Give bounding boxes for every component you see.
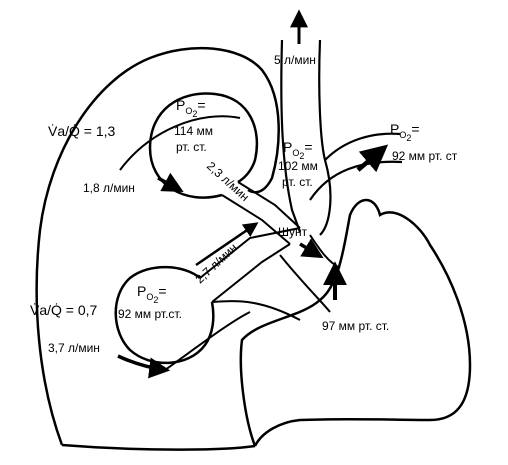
- pulmonary-vein-left-wall: [280, 39, 302, 233]
- pulmonary-vein-right-wall: [318, 39, 332, 236]
- upper-flow-label: 1,8 л/мин: [83, 181, 135, 195]
- upper-po2-unit: рт. ст.: [176, 140, 207, 154]
- channel-wall-lower: [237, 181, 301, 229]
- lower-po2-symbol: PO2=: [137, 283, 167, 305]
- lower-vessel-path: [211, 300, 301, 321]
- shunt-arrow: [299, 238, 324, 259]
- upper-inflow-arrow: [157, 172, 184, 193]
- mid-po2-value: 102 мм: [278, 159, 318, 173]
- upper-po2-symbol: PO2=: [176, 97, 206, 119]
- upper-ratio-label: V̇a/Q̇ = 1,3: [48, 123, 116, 139]
- upper-channel-arrow: [195, 222, 259, 267]
- mid-po2-symbol: PO2=: [283, 139, 313, 161]
- channel-wall-diag-1: [199, 227, 301, 279]
- channel-wall-diag-2: [211, 243, 291, 303]
- inner-contour-upper: [119, 115, 241, 171]
- lower-po2-value: 92 мм рт.ст.: [118, 307, 182, 321]
- lung-outline: [35, 46, 280, 446]
- lower-ratio-label: V̇a/Q̇ = 0,7: [30, 302, 98, 318]
- lower-flow-label: 3,7 л/мин: [48, 341, 100, 355]
- lower-alveolus: [114, 265, 215, 365]
- arterial-arrow-right: [356, 144, 389, 173]
- heart-outline: [239, 198, 472, 447]
- top-flow-label: 5 л/мин: [274, 53, 316, 67]
- bottom-pressure-label: 97 мм рт. ст.: [322, 319, 389, 333]
- lower-inflow-arrow: [117, 354, 171, 379]
- upper-po2-value: 114 мм: [174, 124, 213, 138]
- right-po2-symbol: PO2=: [390, 121, 420, 143]
- channel-wall-upper: [221, 194, 291, 245]
- aorta-wall-inner: [309, 160, 403, 201]
- lung-base-line: [61, 443, 256, 451]
- aorta-wall-outer: [324, 132, 401, 161]
- right-po2-value: 92 мм рт. ст: [392, 149, 458, 163]
- shunt-label: Шунт: [278, 225, 308, 239]
- mid-po2-unit: рт. ст.: [282, 175, 313, 189]
- shunt-vessel-left: [279, 254, 331, 313]
